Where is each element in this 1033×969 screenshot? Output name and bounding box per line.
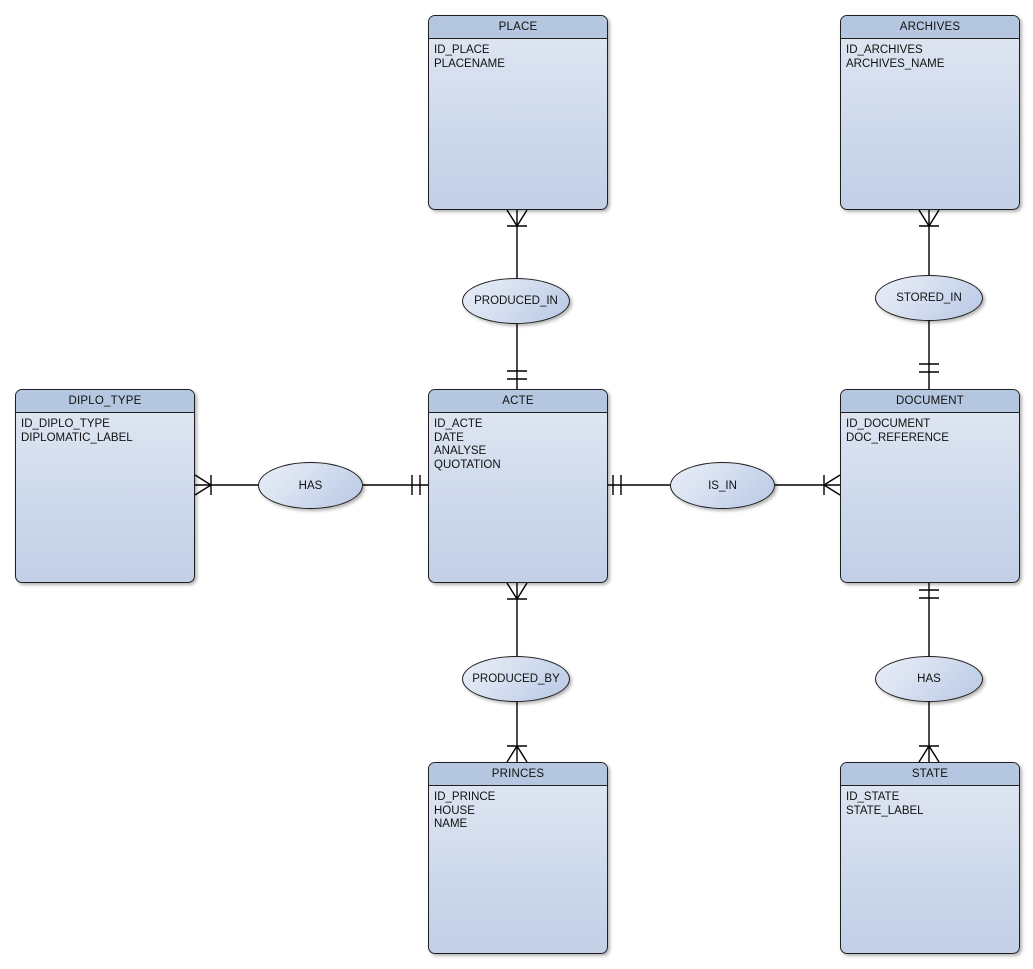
relationship-produced-by[interactable]: PRODUCED_BY <box>462 656 570 702</box>
attribute: ID_DIPLO_TYPE <box>21 418 110 430</box>
attribute: ANALYSE <box>434 445 487 458</box>
relationship-has-document-state[interactable]: HAS <box>875 656 983 702</box>
entity-state-attributes: ID_STATE STATE_LABEL <box>841 786 1019 818</box>
entity-document-attributes: ID_DOCUMENT DOC_REFERENCE <box>841 413 1019 445</box>
attribute: DOC_REFERENCE <box>846 431 949 444</box>
attribute: ARCHIVES_NAME <box>846 57 945 70</box>
attribute: DATE <box>434 431 464 444</box>
entity-diplo-type[interactable]: DIPLO_TYPE ID_DIPLO_TYPE DIPLOMATIC_LABE… <box>15 389 195 583</box>
attribute: ID_PRINCE <box>434 791 496 803</box>
attribute: PLACENAME <box>434 57 505 70</box>
relationship-is-in-label: IS_IN <box>708 479 737 492</box>
entity-archives[interactable]: ARCHIVES ID_ARCHIVES ARCHIVES_NAME <box>840 15 1020 210</box>
relationship-has-diplotype-acte-label: HAS <box>298 479 323 492</box>
relationship-produced-by-label: PRODUCED_BY <box>472 673 560 685</box>
entity-place[interactable]: PLACE ID_PLACE PLACENAME <box>428 15 608 210</box>
entity-document[interactable]: DOCUMENT ID_DOCUMENT DOC_REFERENCE <box>840 389 1020 583</box>
relationship-produced-in-label: PRODUCED_IN <box>474 295 558 307</box>
attribute: DIPLOMATIC_LABEL <box>21 431 133 444</box>
entity-princes[interactable]: PRINCES ID_PRINCE HOUSE NAME <box>428 762 608 954</box>
entity-state[interactable]: STATE ID_STATE STATE_LABEL <box>840 762 1020 954</box>
entity-archives-attributes: ID_ARCHIVES ARCHIVES_NAME <box>841 39 1019 71</box>
entity-princes-attributes: ID_PRINCE HOUSE NAME <box>429 786 607 832</box>
attribute: STATE_LABEL <box>846 804 924 817</box>
entity-diplo-type-title: DIPLO_TYPE <box>16 390 194 413</box>
attribute: ID_STATE <box>846 791 900 803</box>
entity-place-attributes: ID_PLACE PLACENAME <box>429 39 607 71</box>
relationship-produced-in[interactable]: PRODUCED_IN <box>462 278 570 324</box>
relationship-stored-in[interactable]: STORED_IN <box>875 275 983 321</box>
relationship-is-in[interactable]: IS_IN <box>670 462 775 509</box>
attribute: HOUSE <box>434 804 475 817</box>
entity-place-title: PLACE <box>429 16 607 39</box>
entity-acte-attributes: ID_ACTE DATE ANALYSE QUOTATION <box>429 413 607 472</box>
relationship-has-document-state-label: HAS <box>917 673 941 685</box>
attribute: NAME <box>434 818 468 831</box>
entity-state-title: STATE <box>841 763 1019 786</box>
attribute: ID_ARCHIVES <box>846 44 923 56</box>
relationship-stored-in-label: STORED_IN <box>896 292 962 304</box>
attribute: QUOTATION <box>434 458 501 471</box>
entity-document-title: DOCUMENT <box>841 390 1019 413</box>
relationship-has-diplotype-acte[interactable]: HAS <box>258 462 363 509</box>
attribute: ID_ACTE <box>434 418 483 430</box>
entity-acte[interactable]: ACTE ID_ACTE DATE ANALYSE QUOTATION <box>428 389 608 583</box>
entity-archives-title: ARCHIVES <box>841 16 1019 39</box>
entity-princes-title: PRINCES <box>429 763 607 786</box>
attribute: ID_PLACE <box>434 44 490 56</box>
attribute: ID_DOCUMENT <box>846 418 931 430</box>
entity-diplo-type-attributes: ID_DIPLO_TYPE DIPLOMATIC_LABEL <box>16 413 194 445</box>
entity-acte-title: ACTE <box>429 390 607 413</box>
